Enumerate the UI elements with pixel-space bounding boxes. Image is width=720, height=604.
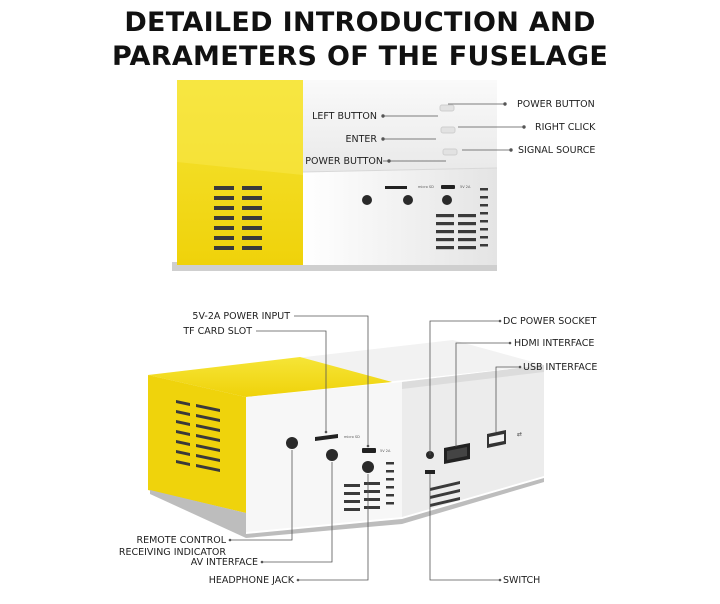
label-remote-control: REMOTE CONTROL bbox=[136, 535, 227, 546]
bottom-front-ports: micro SD 5V 2A bbox=[286, 434, 391, 473]
svg-text:5V 2A: 5V 2A bbox=[380, 449, 391, 453]
bottom-white-vents bbox=[344, 462, 394, 511]
bottom-side-ports: ⇄ bbox=[425, 430, 522, 474]
label-receiving-indicator: RECEIVING INDICATOR bbox=[118, 547, 226, 558]
title-line-2: PARAMETERS OF THE FUSELAGE bbox=[111, 41, 609, 72]
top-yellow-vents bbox=[214, 186, 262, 250]
label-headphone-jack: HEADPHONE JACK bbox=[208, 575, 294, 586]
label-power-button-right: POWER BUTTON bbox=[517, 99, 595, 110]
top-projector: micro SD 5V 2A bbox=[172, 80, 526, 271]
svg-text:micro SD: micro SD bbox=[344, 435, 360, 439]
bottom-device-top-yellow bbox=[148, 357, 392, 397]
label-switch: SWITCH bbox=[503, 575, 541, 586]
svg-text:micro SD: micro SD bbox=[418, 185, 434, 189]
top-ports: micro SD 5V 2A bbox=[362, 185, 471, 205]
label-av-interface: AV INTERFACE bbox=[190, 557, 258, 568]
label-tf-card-slot: TF CARD SLOT bbox=[183, 326, 252, 337]
bottom-device-white-face bbox=[246, 382, 402, 532]
bottom-leader-lines bbox=[230, 315, 520, 581]
label-signal-source: SIGNAL SOURCE bbox=[518, 145, 596, 156]
top-white-vents bbox=[436, 188, 488, 250]
top-leader-lines bbox=[381, 102, 526, 163]
bottom-leader-dots bbox=[228, 319, 522, 582]
svg-text:⇄: ⇄ bbox=[517, 431, 522, 438]
label-dc-power-socket: DC POWER SOCKET bbox=[503, 316, 597, 327]
label-power-button-left: POWER BUTTON bbox=[305, 156, 383, 167]
bottom-projector: micro SD 5V 2A ⇄ bbox=[148, 315, 544, 582]
svg-text:5V 2A: 5V 2A bbox=[460, 185, 471, 189]
top-device-base bbox=[172, 262, 497, 271]
label-hdmi-interface: HDMI INTERFACE bbox=[514, 338, 595, 349]
label-right-click: RIGHT CLICK bbox=[535, 122, 596, 133]
top-buttons bbox=[439, 104, 458, 156]
bottom-device-yellow-face bbox=[148, 375, 246, 513]
label-power-input: 5V-2A POWER INPUT bbox=[192, 311, 290, 322]
bottom-side-vents bbox=[430, 481, 460, 507]
label-enter: ENTER bbox=[345, 134, 377, 145]
bottom-device-side-face bbox=[402, 365, 544, 517]
label-left-button: LEFT BUTTON bbox=[312, 111, 377, 122]
label-usb-interface: USB INTERFACE bbox=[523, 362, 598, 373]
title-line-1: DETAILED INTRODUCTION AND bbox=[124, 7, 596, 38]
bottom-yellow-vents bbox=[176, 400, 220, 472]
